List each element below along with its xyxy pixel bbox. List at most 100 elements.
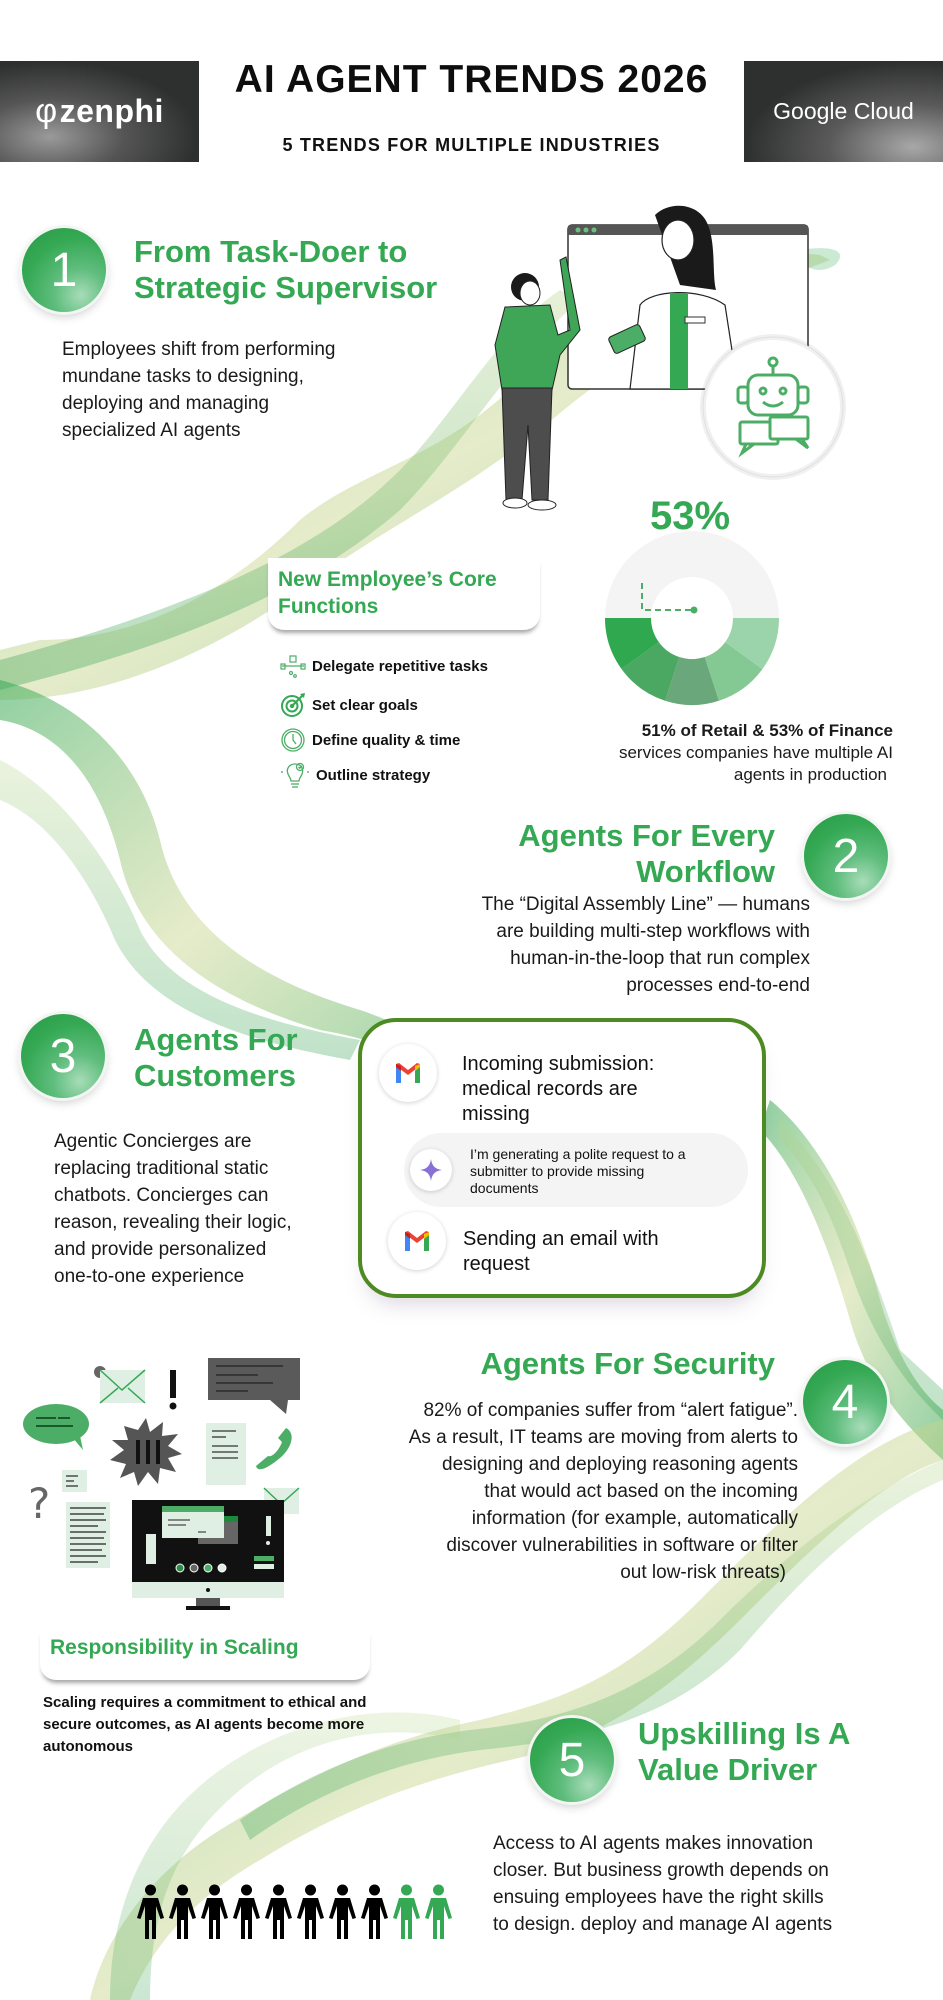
responsibility-card: Responsibility in Scaling: [40, 1630, 370, 1680]
stat-line: agents in production: [733, 765, 887, 784]
person-icon: [169, 1884, 196, 1939]
core-function-item: Set clear goals: [280, 692, 418, 718]
text-line: Incoming submission:: [462, 1053, 655, 1075]
trend-2-title-line2: Workflow: [636, 854, 775, 889]
text-line: I’m generating a polite request to a: [470, 1146, 686, 1162]
responsibility-title: Responsibility in Scaling: [50, 1636, 299, 1659]
trend-4-number-badge: 4: [803, 1360, 887, 1444]
core-functions-title-line1: New Employee’s Core: [278, 568, 497, 591]
text-line: Scaling requires a commitment to ethical…: [43, 1694, 367, 1711]
alert-fatigue-illustration: ?: [23, 1358, 300, 1610]
trend-1-title-line2: Strategic Supervisor: [134, 270, 438, 305]
text-line: designing and deploying reasoning agents: [442, 1454, 798, 1475]
gemini-sparkle-icon: [420, 1159, 442, 1181]
trend-3-description: Agentic Concierges are replacing traditi…: [54, 1128, 354, 1290]
trend-2-description: The “Digital Assembly Line” — humans are…: [400, 891, 810, 999]
robot-chat-icon: [736, 356, 810, 458]
chat-message-incoming: Incoming submission: medical records are…: [462, 1052, 752, 1127]
text-line: missing: [462, 1103, 530, 1125]
google-cloud-logo: Google Cloud: [773, 98, 914, 124]
stat-description: 51% of Retail & 53% of Finance services …: [560, 720, 893, 786]
text-line: As a result, IT teams are moving from al…: [408, 1427, 798, 1448]
text-line: and provide personalized: [54, 1239, 267, 1260]
text-line: The “Digital Assembly Line” — humans: [481, 894, 810, 915]
text-line: mundane tasks to designing,: [62, 366, 304, 387]
text-line: request: [463, 1253, 530, 1275]
trend-1-number-badge: 1: [22, 228, 106, 312]
text-line: medical records are: [462, 1078, 638, 1100]
trend-5-number-badge: 5: [530, 1718, 614, 1802]
person-icon: [233, 1884, 260, 1939]
target-icon: [281, 693, 305, 717]
zenphi-logo: φ zenphi: [35, 92, 164, 131]
text-line: replacing traditional static: [54, 1158, 269, 1179]
core-functions-title-line2: Functions: [278, 595, 379, 618]
stat-bold-line: 51% of Retail & 53% of Finance: [641, 721, 893, 740]
trend-4-title: Agents For Security: [480, 1346, 775, 1381]
trend-5-title-line1: Upskilling Is A: [638, 1716, 851, 1751]
core-function-item: Delegate repetitive tasks: [280, 654, 488, 678]
stat-line: services companies have multiple AI: [618, 743, 893, 762]
core-function-item: Define quality & time: [280, 727, 460, 753]
text-line: one-to-one experience: [54, 1266, 245, 1287]
trend-1-description: Employees shift from performing mundane …: [62, 336, 402, 444]
text-line: human-in-the-loop that run complex: [510, 948, 810, 969]
trend-3-title: Agents For Customers: [134, 1022, 364, 1094]
trend-2-title: Agents For Every Workflow: [420, 818, 775, 890]
core-function-label: Set clear goals: [312, 696, 418, 714]
trend-5-title-line2: Value Driver: [638, 1752, 818, 1787]
person-icon: [297, 1884, 324, 1939]
zenphi-logo-panel: φ zenphi: [0, 61, 199, 162]
page-subtitle: 5 TRENDS FOR MULTIPLE INDUSTRIES: [282, 135, 661, 155]
text-line: chatbots. Concierges can: [54, 1185, 269, 1206]
text-line: specialized AI agents: [62, 420, 241, 441]
text-line: Employees shift from performing: [62, 339, 336, 360]
google-cloud-logo-panel: Google Cloud: [744, 61, 943, 162]
core-function-label: Define quality & time: [312, 731, 461, 749]
gemini-icon-circle: [410, 1149, 452, 1191]
gmail-icon: [396, 1063, 420, 1083]
agent-workflow-chat-card: Incoming submission: medical records are…: [358, 1018, 766, 1298]
chat-message-sending: Sending an email with request: [463, 1227, 753, 1277]
text-line: closer. But business growth depends on: [493, 1860, 829, 1881]
text-line: to design. deploy and manage AI agents: [493, 1914, 833, 1935]
core-function-label: Delegate repetitive tasks: [312, 657, 488, 675]
lightbulb-icon: [281, 762, 309, 788]
text-line: secure outcomes, as AI agents become mor…: [43, 1716, 365, 1733]
phi-logo-icon: φ: [35, 92, 58, 130]
person-icon: [329, 1884, 356, 1939]
person-icon: [361, 1884, 388, 1939]
person-icon: [201, 1884, 228, 1939]
delegate-icon: [280, 655, 306, 678]
text-line: Agentic Concierges are: [54, 1131, 252, 1152]
text-line: submitter to provide missing: [470, 1163, 645, 1179]
text-line: documents: [470, 1180, 539, 1196]
text-line: discover vulnerabilities in software or …: [446, 1535, 798, 1556]
text-line: are building multi-step workflows with: [496, 921, 810, 942]
responsibility-description: Scaling requires a commitment to ethical…: [43, 1692, 443, 1758]
text-line: Access to AI agents makes innovation: [493, 1833, 814, 1854]
text-line: that would act based on the incoming: [484, 1481, 798, 1502]
gmail-icon: [405, 1231, 429, 1251]
text-line: ensuing employees have the right skills: [493, 1887, 824, 1908]
core-function-label: Outline strategy: [316, 766, 431, 784]
people-pictogram-row: [135, 1884, 454, 1940]
text-line: processes end-to-end: [626, 975, 810, 996]
trend-5-title: Upskilling Is A Value Driver: [638, 1716, 928, 1788]
trend-3-title-line1: Agents For: [134, 1022, 298, 1057]
page-title: AI AGENT TRENDS 2026: [234, 58, 709, 101]
text-line: deploying and managing: [62, 393, 270, 414]
trend-5-description: Access to AI agents makes innovation clo…: [493, 1830, 933, 1938]
trend-1-title-line1: From Task-Doer to: [134, 234, 408, 269]
text-line: out low-risk threats): [620, 1562, 786, 1583]
text-line: 82% of companies suffer from “alert fati…: [423, 1400, 798, 1421]
trend-4-description: 82% of companies suffer from “alert fati…: [320, 1397, 798, 1586]
trend-1-title: From Task-Doer to Strategic Supervisor: [134, 234, 504, 306]
stat-percentage: 53%: [650, 494, 731, 538]
trend-3-title-line2: Customers: [134, 1058, 296, 1093]
gmail-icon-circle: [388, 1212, 446, 1270]
text-line: autonomous: [43, 1738, 133, 1755]
svg-text:?: ?: [28, 1479, 50, 1528]
text-line: information (for example, automatically: [471, 1508, 798, 1529]
trend-3-number-badge: 3: [21, 1014, 105, 1098]
